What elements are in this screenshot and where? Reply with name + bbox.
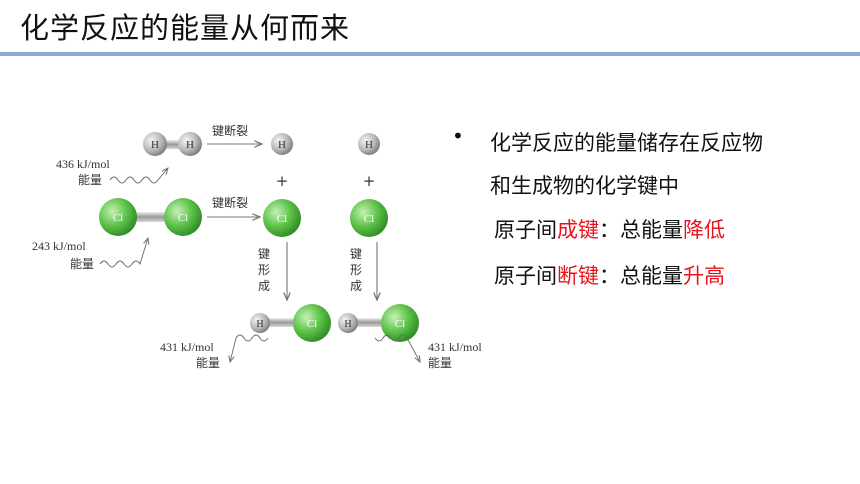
h-atom-label: H [151,139,159,151]
energy-label: 能量 [78,173,102,187]
cl2-molecule: Cl Cl [99,198,202,236]
h-atom-label: H [365,139,373,151]
bullet-marker: • [452,124,464,148]
wavy-arrow [109,168,168,184]
h-atom-sphere [271,133,293,155]
cl-atom-sphere [350,199,388,237]
hcl-bond-energy-right: 431 kJ/mol [428,340,482,354]
bond-break-label: 键断裂 [212,195,248,210]
bond-form-char: 键 [350,247,362,261]
cl-atom-sphere [293,304,331,342]
h-atom-label: H [186,139,194,151]
h-atom-label: H [344,319,351,330]
hcl-bond-energy-left: 431 kJ/mol [160,340,214,354]
cl-atom-label: Cl [113,212,123,224]
h-h-bond [155,140,190,149]
wavy-arrow [99,238,148,268]
cl-atom-label: Cl [364,213,374,225]
bond-form-char: 键 [258,247,270,261]
h-atom-sphere [178,132,202,156]
bullet-text: 化学反应的能量储存在反应物 和生成物的化学键中 [490,122,763,208]
h-atom-sphere [358,133,380,155]
statement-middle: ：总能量 [599,264,683,288]
h-atom-label: H [278,139,286,151]
h2-molecule: H H [143,132,202,156]
bond-form-char: 形 [350,263,362,277]
cl-atom-label: Cl [277,213,287,225]
hcl-molecule-left: H Cl [250,304,331,342]
bond-break-label: 键断裂 [212,123,248,138]
h-atom-sphere [143,132,167,156]
cl-atom-label: Cl [395,318,405,330]
cl-atom-sphere [164,198,202,236]
cl-cl-bond [118,212,183,222]
h-cl-bond [260,318,312,327]
h-atom-sphere [250,313,270,333]
bullet-line: 和生成物的化学键中 [490,174,679,198]
energy-label: 能量 [70,257,94,271]
h-cl-bond [348,318,400,327]
statement-middle: ：总能量 [599,218,683,242]
bullet-line: 化学反应的能量储存在反应物 [490,131,763,155]
cl-atom-label: Cl [307,318,317,330]
hcl-molecule-right: H Cl [338,304,419,342]
h-atom-label: H [256,319,263,330]
statement-highlight: 断键 [557,264,599,288]
cl2-bond-energy: 243 kJ/mol [32,239,86,253]
bond-breaking-statement: 原子间断键：总能量升高 [494,260,725,290]
statement-result: 升高 [683,264,725,288]
slide-title: 化学反应的能量从何而来 [20,11,351,45]
h-atom-sphere [338,313,358,333]
bond-form-char: 成 [350,279,362,293]
h2-bond-energy: 436 kJ/mol [56,157,110,171]
bond-form-char: 形 [258,263,270,277]
bond-form-char: 成 [258,279,270,293]
title-underline [0,52,860,56]
statement-result: 降低 [683,218,725,242]
wavy-arrow [230,334,269,362]
statement-prefix: 原子间 [494,264,557,288]
plus-sign: + [276,172,289,190]
cl-atom-sphere [99,198,137,236]
cl-atom-label: Cl [178,212,188,224]
energy-label: 能量 [196,356,220,370]
statement-highlight: 成键 [557,218,599,242]
plus-sign: + [363,172,376,190]
wavy-arrow [374,334,420,362]
cl-atom-sphere [381,304,419,342]
energy-label: 能量 [428,356,452,370]
bond-energy-diagram: H H Cl Cl 436 kJ/mol 能量 243 kJ/mol 能量 键断… [32,123,482,370]
statement-prefix: 原子间 [494,218,557,242]
bond-forming-statement: 原子间成键：总能量降低 [494,214,725,244]
cl-atom-sphere [263,199,301,237]
